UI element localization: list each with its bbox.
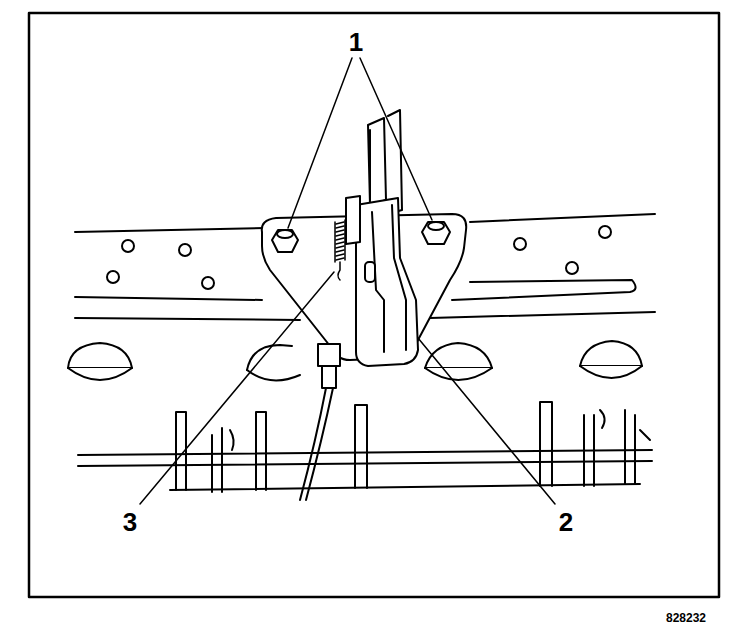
lever-mechanism: [346, 110, 418, 366]
frame: [29, 13, 719, 597]
leader-line: [140, 58, 555, 504]
cable: [300, 344, 340, 500]
return-spring: [335, 220, 345, 280]
lower-rod: [78, 402, 652, 492]
callout-number: 1: [349, 29, 363, 55]
callout-number: 3: [123, 509, 137, 535]
callout-number: 2: [559, 509, 573, 535]
bolt: [272, 222, 450, 252]
figure-number: 828232: [666, 612, 706, 624]
